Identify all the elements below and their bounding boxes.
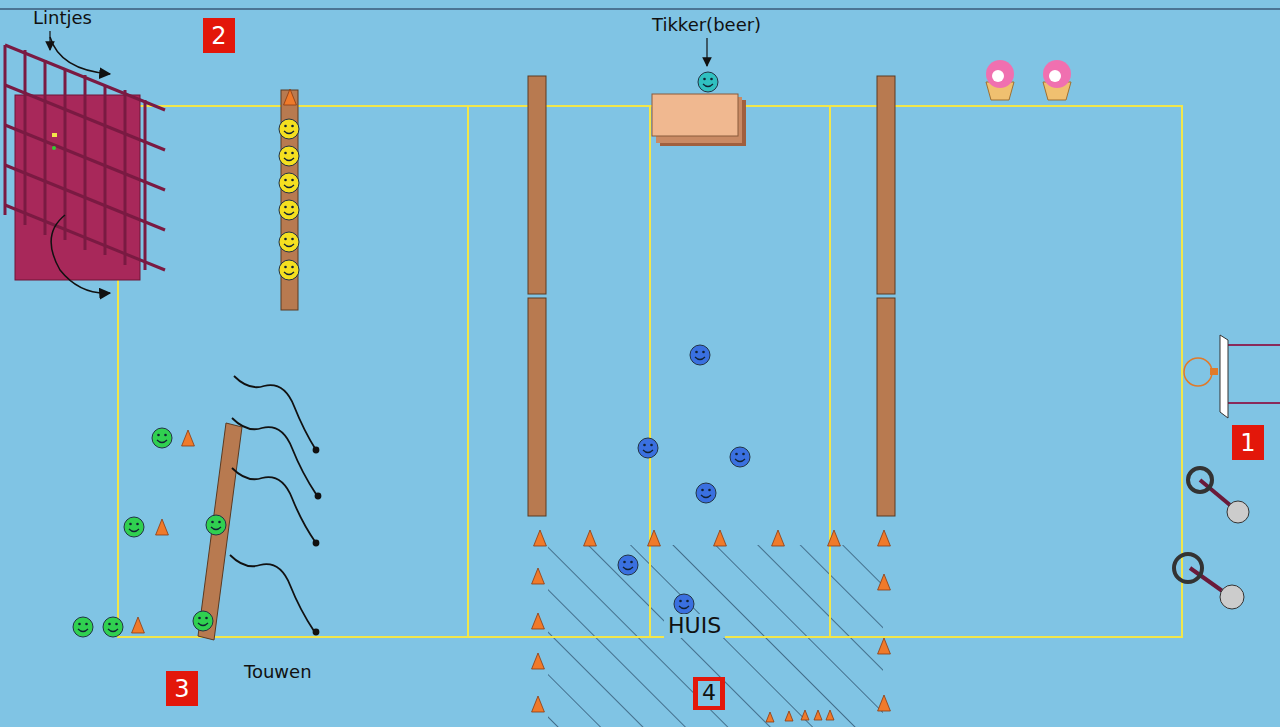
wall-line (0, 8, 1280, 10)
vaulting-box (652, 94, 746, 146)
cone (534, 530, 547, 546)
basketball-hoop (1184, 335, 1280, 418)
person-smiley (206, 515, 226, 535)
benches (198, 76, 895, 640)
person-smiley (698, 72, 718, 92)
person-smiley (730, 447, 750, 467)
equipment-label: Touwen (244, 662, 312, 682)
cone (772, 530, 785, 546)
cone (766, 712, 774, 722)
leader-line (706, 38, 707, 66)
cone (814, 710, 822, 720)
wall-bars (5, 37, 165, 293)
cone (532, 696, 545, 712)
person-smiley (103, 617, 123, 637)
person-smiley (279, 146, 299, 166)
person-smiley (124, 517, 144, 537)
person-smiley (279, 200, 299, 220)
callout-text: 4 (698, 681, 720, 705)
cone (826, 710, 834, 720)
callout-number: 1 (1232, 425, 1264, 460)
gym-rings (1174, 468, 1249, 609)
cone (284, 89, 297, 105)
person-smiley (279, 119, 299, 139)
cone (156, 519, 169, 535)
person-smiley (73, 617, 93, 637)
equipment-label: Lintjes (33, 8, 92, 28)
cone (648, 530, 661, 546)
callout-text: 3 (174, 677, 189, 701)
cone (785, 711, 793, 721)
region-label: HUIS (664, 614, 725, 638)
tagger-label: Tikker(beer) (652, 15, 761, 35)
cupcakes (986, 60, 1071, 100)
callout-number: 2 (203, 18, 235, 53)
house-region: HUIS 4 (530, 540, 890, 727)
cone (878, 574, 891, 590)
person-smiley (193, 611, 213, 631)
person-smiley (674, 594, 694, 614)
person-smiley (618, 555, 638, 575)
person-smiley (279, 232, 299, 252)
person-smiley (690, 345, 710, 365)
person-smiley (696, 483, 716, 503)
leader-line (49, 31, 50, 50)
cone (878, 530, 891, 546)
person-smiley (279, 260, 299, 280)
cone (532, 653, 545, 669)
cone (714, 530, 727, 546)
cone (182, 430, 195, 446)
callout-number: 4 (693, 677, 725, 710)
cone (828, 530, 841, 546)
cone (132, 617, 145, 633)
cone (878, 695, 891, 711)
ropes (230, 376, 321, 635)
callout-text: 2 (211, 24, 226, 48)
cone (801, 710, 809, 720)
court-lines (118, 106, 1182, 637)
cone (878, 638, 891, 654)
callout-text: 1 (1240, 431, 1255, 455)
cone (532, 613, 545, 629)
callout-number: 3 (166, 671, 198, 706)
person-smiley (279, 173, 299, 193)
person-smiley (638, 438, 658, 458)
person-smiley (152, 428, 172, 448)
cone (532, 568, 545, 584)
cone (584, 530, 597, 546)
